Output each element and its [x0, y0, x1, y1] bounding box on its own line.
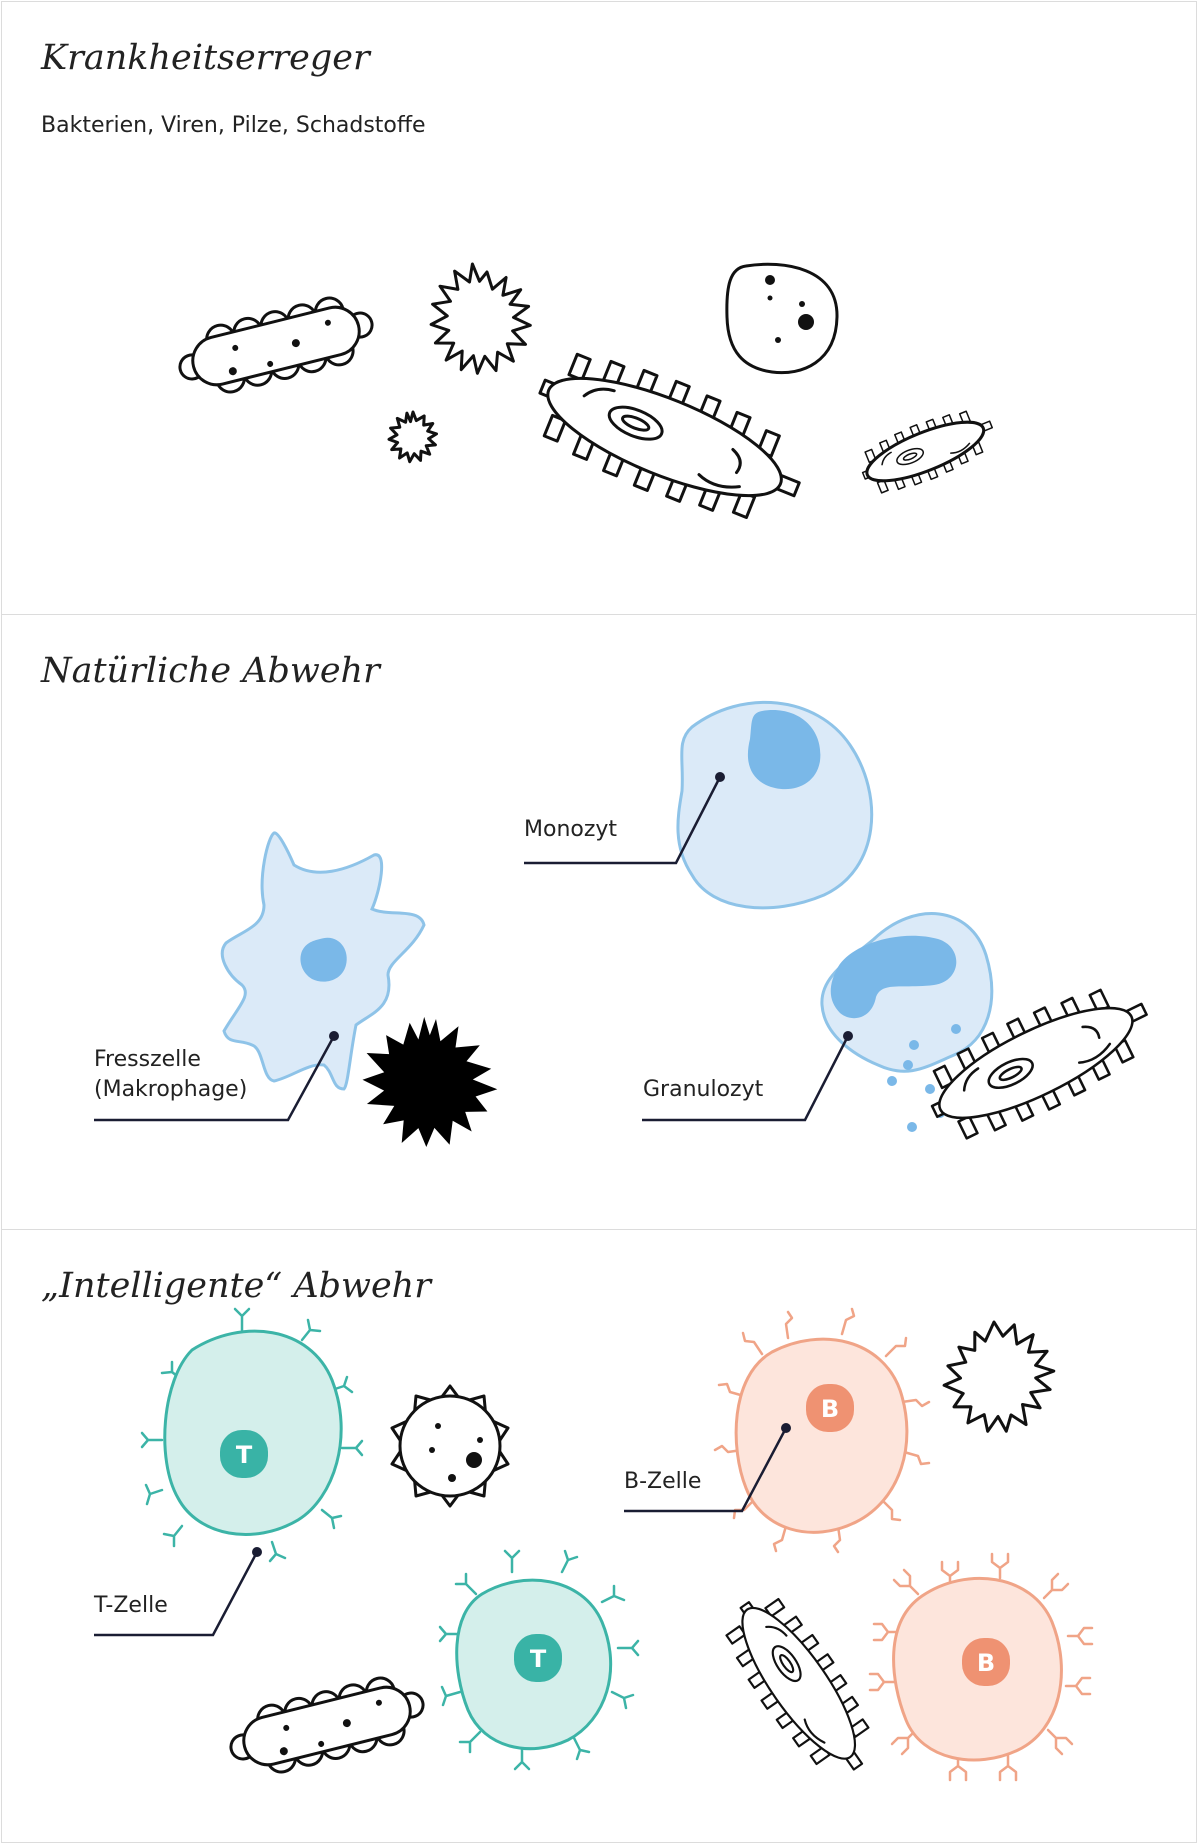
macrophage-label-line1: Fresszelle — [94, 1047, 201, 1072]
t-badge-1-letter: T — [236, 1441, 253, 1469]
b-cell-1-icon — [713, 1307, 931, 1554]
spore-cell-icon — [725, 262, 839, 375]
b-badge-1 — [806, 1384, 854, 1432]
virus-icon — [362, 1016, 498, 1147]
innate-title: Natürliche Abwehr — [41, 651, 380, 691]
bacterium-round-icon — [229, 1676, 425, 1774]
pathogens-title: Krankheitserreger — [41, 38, 370, 78]
virus-spiky-small-icon — [387, 410, 438, 464]
bacterium-round-icon — [178, 296, 374, 394]
t-badge-2 — [514, 1634, 562, 1682]
spore-spiked-icon — [390, 1384, 510, 1508]
protozoa-small-icon — [861, 410, 993, 494]
pathogens-illustration — [178, 262, 993, 520]
protozoa-large-icon — [538, 352, 801, 520]
virus-icon — [942, 1320, 1056, 1433]
granulocyte-cell-icon — [820, 912, 994, 1132]
protozoa-icon — [930, 988, 1148, 1140]
b-badge-1-letter: B — [821, 1395, 839, 1423]
adaptive-title: „Intelligente“ Abwehr — [41, 1266, 431, 1306]
macrophage-label-line2: (Makrophage) — [94, 1077, 248, 1102]
pathogens-panel: Krankheitserreger Bakterien, Viren, Pilz… — [1, 1, 1197, 615]
leader-lines — [94, 776, 850, 1122]
b-badge-2 — [962, 1638, 1010, 1686]
granulocyte-label: Granulozyt — [643, 1077, 764, 1102]
monocyte-cell-icon — [676, 701, 874, 910]
t-cell-label: T-Zelle — [94, 1593, 168, 1618]
innate-illustration — [94, 701, 1148, 1147]
macrophage-cell-icon — [220, 831, 426, 1091]
adaptive-illustration: T T B B — [94, 1307, 1094, 1782]
innate-defense-panel: Natürliche Abwehr — [1, 614, 1197, 1230]
leader-lines — [94, 1427, 788, 1637]
monocyte-label: Monozyt — [524, 817, 618, 842]
b-badge-2-letter: B — [977, 1649, 995, 1677]
pathogens-subtitle: Bakterien, Viren, Pilze, Schadstoffe — [41, 113, 426, 138]
t-badge-2-letter: T — [530, 1645, 547, 1673]
t-badge-1 — [220, 1430, 268, 1478]
protozoa-icon — [725, 1597, 870, 1771]
adaptive-defense-panel: „Intelligente“ Abwehr — [1, 1229, 1197, 1843]
virus-spiky-large-icon — [429, 262, 532, 375]
badges: T T B B — [220, 1384, 1010, 1686]
b-cell-label: B-Zelle — [624, 1469, 702, 1494]
